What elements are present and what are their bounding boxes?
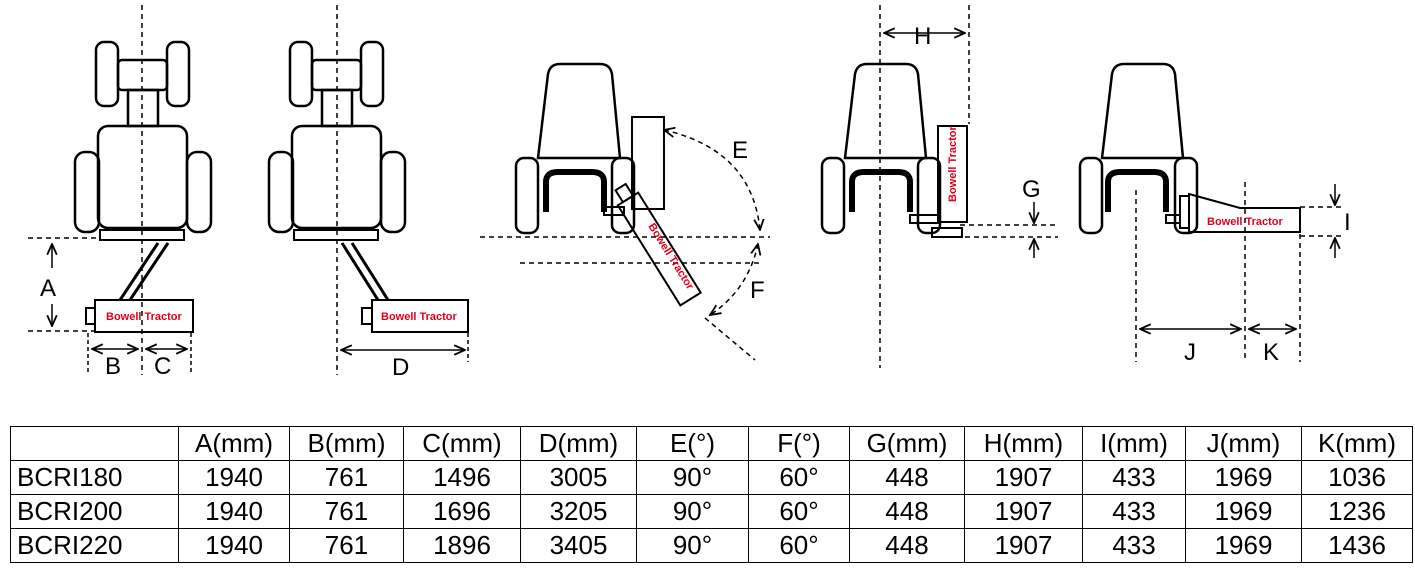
header-cell: H(mm) xyxy=(964,426,1083,461)
rear-view-diagram-g-h xyxy=(820,5,1058,368)
header-cell: G(mm) xyxy=(849,426,965,461)
table-cell: 761 xyxy=(289,494,404,529)
header-cell: F(°) xyxy=(748,426,850,461)
dimension-label-j: J xyxy=(1184,339,1196,366)
brand-label: Bowell Tractor xyxy=(645,221,696,292)
table-cell: 761 xyxy=(289,528,404,563)
rear-view-diagram-e-f xyxy=(480,62,770,361)
table-cell: 1969 xyxy=(1185,460,1302,495)
table-cell: 448 xyxy=(849,528,965,563)
model-cell: BCRI220 xyxy=(10,528,179,563)
header-cell: K(mm) xyxy=(1301,426,1413,461)
table-cell: 433 xyxy=(1082,494,1186,529)
dimension-label-h: H xyxy=(914,23,931,50)
table-cell: 60° xyxy=(748,460,850,495)
table-cell: 1907 xyxy=(964,528,1083,563)
table-cell: 1036 xyxy=(1301,460,1413,495)
table-cell: 1969 xyxy=(1185,528,1302,563)
table-cell: 1236 xyxy=(1301,494,1413,529)
dimension-label-d: D xyxy=(392,354,409,381)
table-cell: 60° xyxy=(748,494,850,529)
dimension-label-i: I xyxy=(1344,209,1351,236)
dimension-label-k: K xyxy=(1263,339,1279,366)
table-cell: 433 xyxy=(1082,460,1186,495)
header-cell: B(mm) xyxy=(289,426,404,461)
dimension-label-f: F xyxy=(750,277,765,304)
header-cell: A(mm) xyxy=(178,426,290,461)
dimension-label-g: G xyxy=(1022,176,1041,203)
table-header-row: A(mm) B(mm) C(mm) D(mm) E(°) F(°) G(mm) … xyxy=(10,426,1413,461)
table-cell: 1436 xyxy=(1301,528,1413,563)
table-cell: 433 xyxy=(1082,528,1186,563)
table-cell: 1940 xyxy=(178,528,290,563)
table-cell: 1969 xyxy=(1185,494,1302,529)
table-cell: 1907 xyxy=(964,460,1083,495)
dimension-label-a: A xyxy=(40,275,56,302)
table-cell: 448 xyxy=(849,494,965,529)
table-row: BCRI200 1940 761 1696 3205 90° 60° 448 1… xyxy=(10,494,1413,529)
model-cell: BCRI180 xyxy=(10,460,179,495)
model-cell: BCRI200 xyxy=(10,494,179,529)
table-cell: 90° xyxy=(636,494,749,529)
table-cell: 3205 xyxy=(520,494,637,529)
table-cell: 1496 xyxy=(403,460,521,495)
table-cell: 1896 xyxy=(403,528,521,563)
header-cell: C(mm) xyxy=(403,426,521,461)
top-view-diagram-1 xyxy=(28,5,213,375)
top-view-diagram-2 xyxy=(267,5,469,375)
header-cell: I(mm) xyxy=(1082,426,1186,461)
header-cell xyxy=(10,426,179,461)
dimension-label-b: B xyxy=(105,353,121,380)
table-cell: 1940 xyxy=(178,494,290,529)
table-cell: 90° xyxy=(636,460,749,495)
table-row: BCRI180 1940 761 1496 3005 90° 60° 448 1… xyxy=(10,460,1413,495)
brand-label: Bowell Tractor xyxy=(381,311,458,323)
table-cell: 1907 xyxy=(964,494,1083,529)
header-cell: D(mm) xyxy=(520,426,637,461)
table-row: BCRI220 1940 761 1896 3405 90° 60° 448 1… xyxy=(10,528,1413,563)
table-cell: 3005 xyxy=(520,460,637,495)
dimension-label-e: E xyxy=(732,137,748,164)
table-cell: 448 xyxy=(849,460,965,495)
brand-label: Bowell Tractor xyxy=(106,311,183,323)
table-cell: 90° xyxy=(636,528,749,563)
table-cell: 761 xyxy=(289,460,404,495)
brand-label: Bowell Tractor xyxy=(947,125,959,202)
header-cell: J(mm) xyxy=(1185,426,1302,461)
dimension-label-c: C xyxy=(154,353,171,380)
header-cell: E(°) xyxy=(636,426,749,461)
brand-label: Bowell Tractor xyxy=(1207,216,1284,228)
table-cell: 1940 xyxy=(178,460,290,495)
table-cell: 60° xyxy=(748,528,850,563)
table-cell: 3405 xyxy=(520,528,637,563)
dimension-diagrams: Bowell Tractor A B C Bowell Tractor D xyxy=(28,5,1351,381)
rear-view-diagram-i-j-k xyxy=(1078,62,1342,362)
specifications-table: A(mm) B(mm) C(mm) D(mm) E(°) F(°) G(mm) … xyxy=(10,426,1413,563)
table-cell: 1696 xyxy=(403,494,521,529)
